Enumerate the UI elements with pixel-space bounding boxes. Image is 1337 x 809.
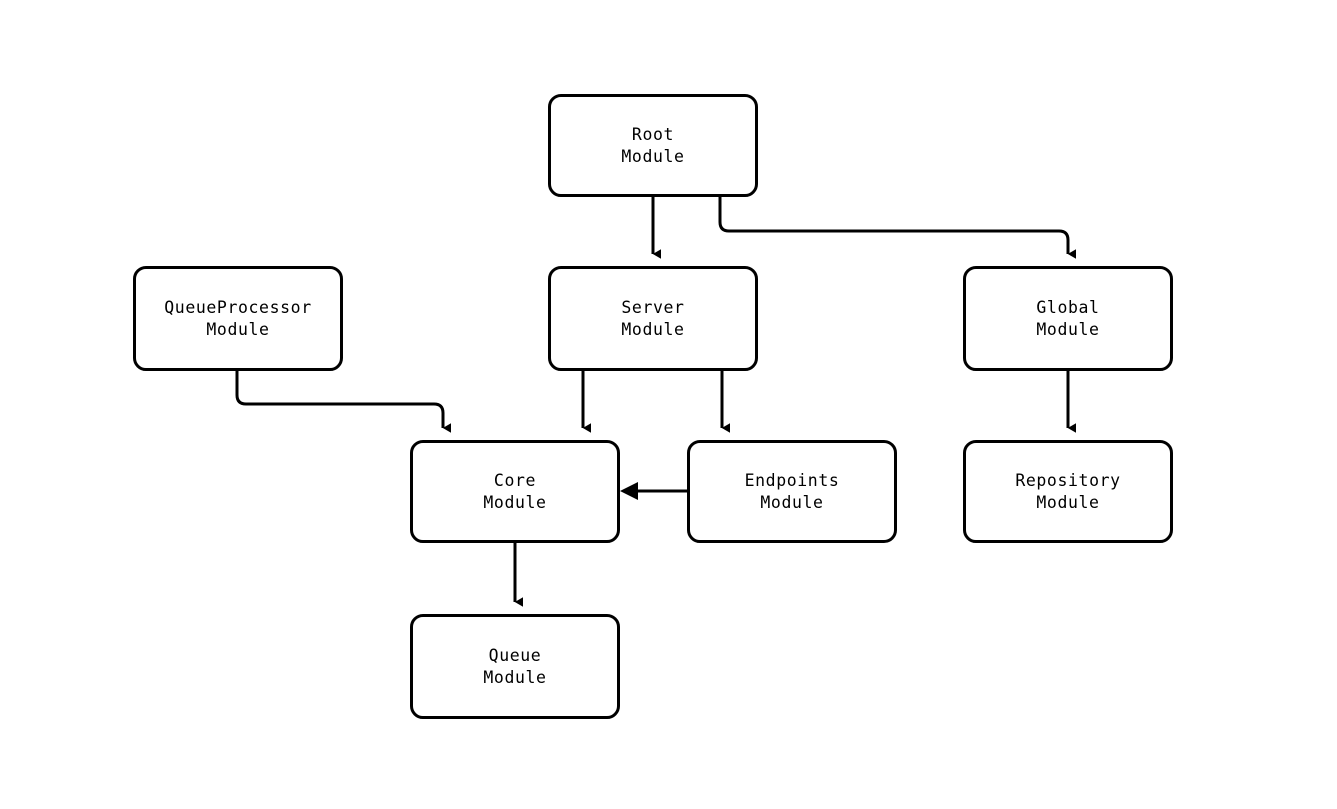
- node-queueprocessor[interactable]: QueueProcessor Module: [133, 266, 343, 371]
- node-global[interactable]: Global Module: [963, 266, 1173, 371]
- node-endpoints-line1: Endpoints: [744, 470, 840, 490]
- node-root-line1: Root: [631, 124, 675, 144]
- node-queue-line1: Queue: [488, 645, 542, 665]
- node-global-line1: Global: [1036, 297, 1100, 317]
- node-server-line2: Module: [621, 319, 685, 339]
- node-global-line2: Module: [1036, 319, 1100, 339]
- node-endpoints-line2: Module: [760, 492, 824, 512]
- node-repository[interactable]: Repository Module: [963, 440, 1173, 543]
- node-root-line2: Module: [621, 146, 685, 166]
- arrowhead-endpoints-to-core: [620, 482, 638, 500]
- edge-queueprocessor-to-core: [235, 371, 451, 433]
- node-core-line2: Module: [483, 492, 547, 512]
- node-root[interactable]: Root Module: [548, 94, 758, 197]
- node-queueprocessor-line2: Module: [206, 319, 270, 339]
- node-core[interactable]: Core Module: [410, 440, 620, 543]
- node-queue-line2: Module: [483, 667, 547, 687]
- node-repository-line2: Module: [1036, 492, 1100, 512]
- node-server[interactable]: Server Module: [548, 266, 758, 371]
- node-server-line1: Server: [621, 297, 685, 317]
- node-queueprocessor-line1: QueueProcessor: [164, 297, 312, 317]
- node-queue[interactable]: Queue Module: [410, 614, 620, 719]
- node-core-line1: Core: [493, 470, 537, 490]
- node-repository-line1: Repository: [1015, 470, 1121, 490]
- node-endpoints[interactable]: Endpoints Module: [687, 440, 897, 543]
- edge-root-to-global: [718, 197, 1076, 259]
